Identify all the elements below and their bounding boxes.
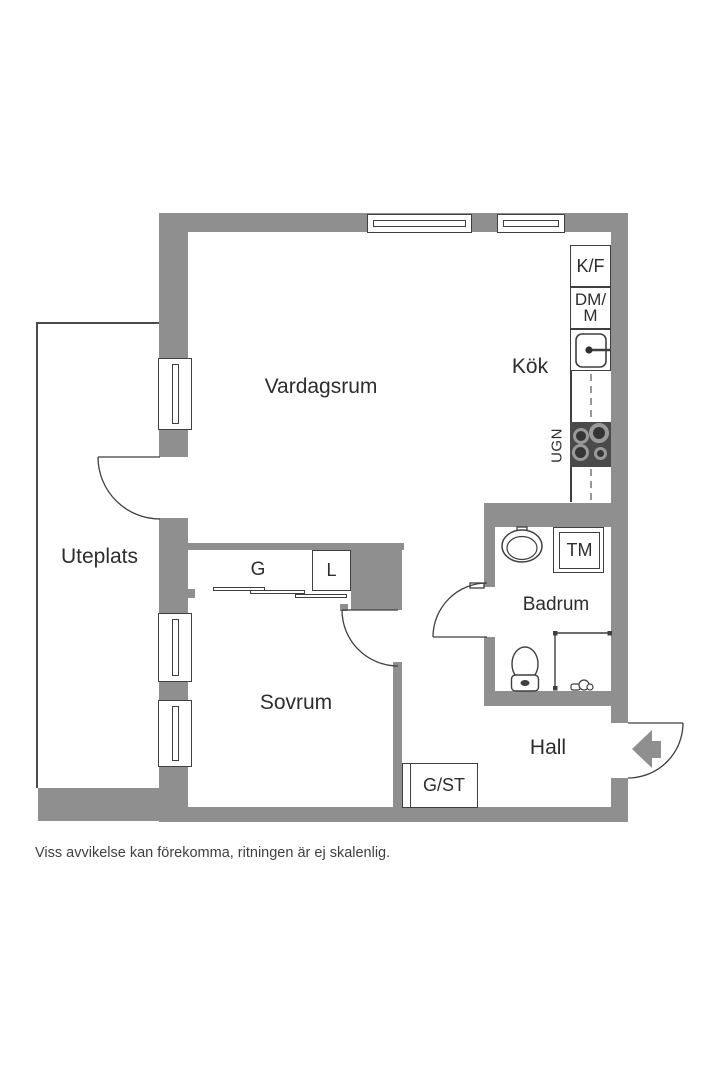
- patio-door-opening: [159, 457, 188, 518]
- window-glass: [172, 706, 179, 761]
- wall-bathroom-top: [484, 503, 611, 527]
- door-swing-bathroom: [432, 582, 488, 638]
- fridge-freezer-label: K/F: [576, 255, 605, 276]
- door-swing-bedroom: [341, 609, 399, 667]
- patio-boundary-top-line: [36, 322, 160, 324]
- wall-jamb-bedroom: [340, 604, 348, 611]
- stove-burner-icon: [572, 444, 589, 461]
- stove-burner-icon: [573, 428, 589, 444]
- window-glass: [172, 619, 179, 676]
- washing-machine-label: TM: [566, 540, 593, 560]
- window-left-1: [158, 358, 192, 430]
- room-label-patio: Uteplats: [60, 545, 139, 568]
- wall-closet-top: [159, 543, 404, 550]
- linen-cabinet-label: L: [326, 560, 337, 580]
- fridge-freezer-box: K/F: [570, 245, 611, 287]
- room-label-kitchen: Kök: [511, 355, 549, 378]
- floor-drain-icon: [570, 679, 594, 691]
- hall-closet-divider: [410, 764, 412, 807]
- hall-closet-label: G/ST: [422, 775, 465, 795]
- wardrobe-label: G: [250, 559, 266, 580]
- kitchen-sink-icon: [575, 333, 610, 368]
- window-top-1: [367, 214, 472, 233]
- bathroom-sink-icon: [501, 526, 543, 563]
- window-left-3: [158, 700, 192, 767]
- dishwasher-label-line1: DM/: [574, 289, 607, 309]
- room-label-living: Vardagsrum: [264, 375, 378, 398]
- dishwasher-box: DM/ M: [570, 287, 611, 329]
- shower-enclosure-line: [553, 631, 612, 691]
- wall-bottom: [188, 807, 628, 822]
- wall-bathroom-bottom: [484, 691, 628, 706]
- hall-closet-box: G/ST: [402, 763, 478, 808]
- room-label-bedroom: Sovrum: [259, 691, 333, 714]
- sliding-door-panel: [295, 594, 347, 598]
- washing-machine-box: TM: [559, 532, 600, 569]
- wall-right: [611, 213, 628, 822]
- sliding-door-panel: [213, 587, 265, 591]
- entrance-arrow-icon: [632, 730, 661, 768]
- wall-patio-bottom: [38, 788, 188, 821]
- wall-bathroom-left-upper: [484, 527, 495, 587]
- wall-closet-block: [351, 543, 402, 610]
- door-swing-patio: [97, 456, 161, 520]
- room-label-hall: Hall: [529, 736, 567, 759]
- window-glass: [172, 364, 179, 424]
- kitchen-counter-line: [570, 245, 572, 502]
- wall-bathroom-left-lower: [484, 637, 495, 693]
- toilet-icon: [510, 646, 540, 692]
- dishwasher-label-line2: M: [583, 306, 598, 325]
- window-left-2: [158, 613, 192, 682]
- door-swing-entrance: [627, 722, 684, 779]
- room-label-bathroom: Badrum: [522, 594, 590, 615]
- stove-burner-icon: [594, 447, 607, 460]
- window-top-2: [497, 214, 565, 233]
- window-glass: [503, 220, 559, 227]
- linen-cabinet-box: L: [312, 550, 351, 591]
- entrance-opening: [611, 723, 628, 778]
- wall-bedroom-hall: [393, 662, 402, 807]
- stove-burner-icon: [589, 423, 609, 443]
- disclaimer-text: Viss avvikelse kan förekomma, ritningen …: [35, 845, 391, 861]
- patio-boundary-left-line: [36, 322, 38, 788]
- window-glass: [373, 220, 466, 227]
- sliding-door-panel: [250, 590, 305, 594]
- wall-jamb-closet: [188, 589, 195, 598]
